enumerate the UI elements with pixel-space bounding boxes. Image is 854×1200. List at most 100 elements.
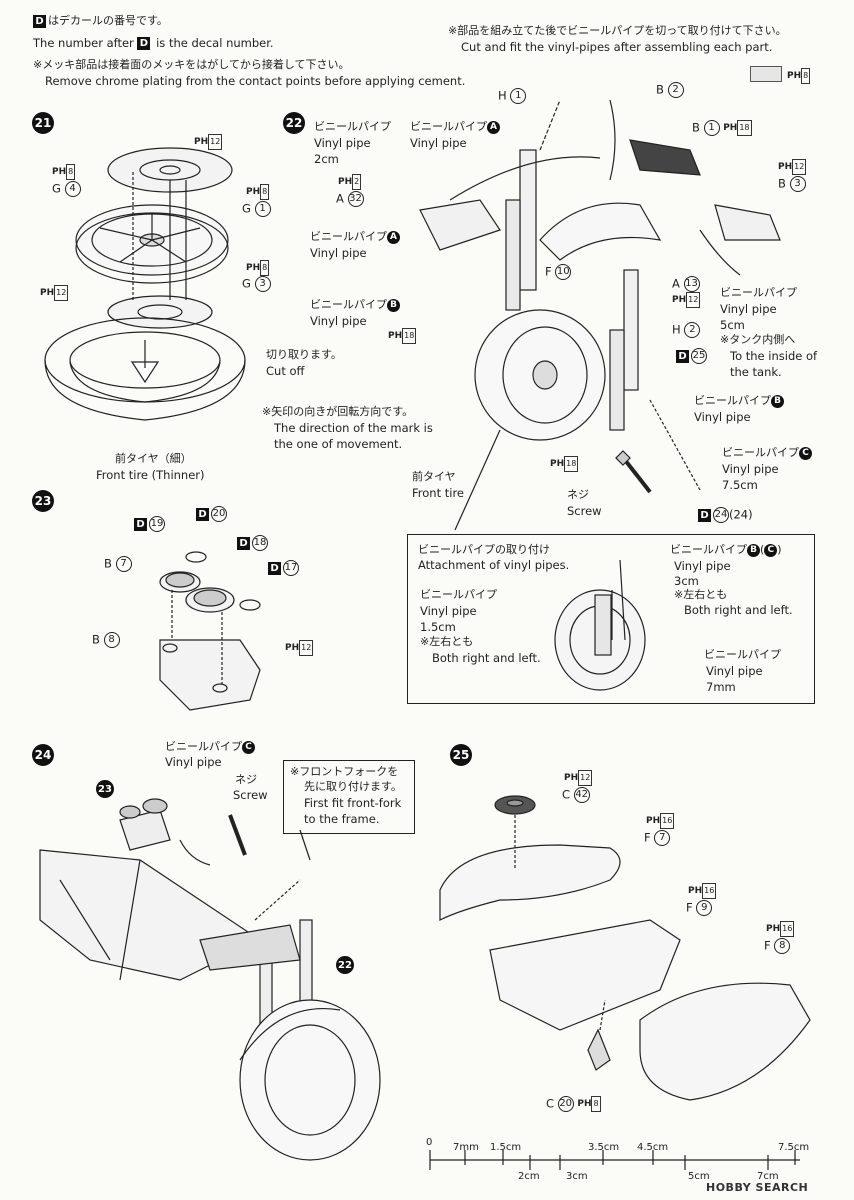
fork-note-en2: to the frame. (304, 812, 380, 826)
inset-r1-note-en: Both right and left. (684, 603, 793, 617)
tire-label-jp: 前タイヤ（細） (115, 452, 192, 465)
fuel-cap (494, 795, 536, 815)
front-tire (44, 317, 246, 421)
step-ref-22: 22 (336, 956, 354, 974)
ruler-label: 1.5cm (490, 1142, 522, 1153)
inset-r2-en: Vinyl pipe (706, 664, 763, 678)
arrow-note-jp: ※矢印の向きが回転方向です。 (262, 405, 414, 418)
tank-note-en1: To the inside of (730, 349, 818, 363)
part-label: F 8 (764, 938, 791, 954)
ruler-label: 4.5cm (637, 1142, 669, 1153)
s24-screw-en: Screw (233, 788, 268, 802)
inset-l1-en: Vinyl pipe (420, 604, 477, 618)
tank-note-jp: ※タンク内側へ (720, 333, 796, 346)
color-swatch (750, 66, 782, 82)
vinyl-pipe-2cm-en: Vinyl pipe (314, 136, 371, 150)
part-label: H 2 (672, 322, 701, 338)
tank-cover-upper (439, 844, 621, 921)
vinyl-pipe-inset (407, 534, 815, 704)
vinyl-pipe-a2-en: Vinyl pipe (310, 246, 367, 260)
vinyl-pipe-5cm-en: Vinyl pipe (720, 302, 777, 316)
cutoff-label-en: Cut off (266, 364, 305, 378)
fork-note-jp2: 先に取り付けます。 (304, 780, 402, 793)
fork-note-jp1: ※フロントフォークを (290, 765, 399, 778)
s24-vinyl-pipe-en: Vinyl pipe (165, 755, 222, 769)
screw-label-jp: ネジ (567, 488, 589, 501)
front-fork-right (609, 269, 639, 431)
cutoff-label-jp: 切り取ります。 (266, 348, 342, 361)
part-label: A 32 (336, 191, 364, 207)
tire-label-en: Front tire (412, 486, 464, 500)
part-label: C 42 (562, 787, 590, 803)
brake-disc-top (107, 147, 233, 193)
seat-cowl (639, 982, 811, 1101)
inset-brake-detail (554, 559, 646, 691)
screw-label-en: Screw (567, 504, 602, 518)
ruler-label: 7.5cm (778, 1142, 810, 1153)
pipe-note-en: Cut and fit the vinyl-pipes after assemb… (461, 40, 773, 54)
decal-note-en: The number after D is the decal number. (33, 36, 274, 50)
vinyl-pipe-5cm-jp: ビニールパイプ (720, 286, 797, 299)
vinyl-pipe-c-len: 7.5cm (722, 478, 758, 492)
ruler-label: 2cm (518, 1171, 540, 1182)
vinyl-pipe-b2-en: Vinyl pipe (694, 410, 751, 424)
ruler-label: 3cm (566, 1171, 588, 1182)
handlebar-right (629, 139, 781, 241)
hobby-search-watermark: HOBBY SEARCH (706, 1181, 809, 1194)
front-wheel (75, 204, 229, 284)
arrow-note-en2: the one of movement. (274, 437, 403, 451)
front-wheel-22 (474, 309, 606, 441)
vinyl-pipe-b-en: Vinyl pipe (310, 314, 367, 328)
part-label: F 10 (545, 264, 572, 280)
step-ref-23: 23 (96, 780, 114, 798)
decal-d-icon: D (137, 37, 151, 50)
chrome-note-en: Remove chrome plating from the contact p… (45, 74, 466, 88)
inset-l1-jp: ビニールパイプ (420, 588, 497, 601)
step-number: 25 (450, 744, 472, 766)
part-label: G 1 (242, 201, 271, 217)
inset-r2-len: 7mm (706, 680, 736, 694)
vinyl-pipe-2cm-len: 2cm (314, 152, 339, 166)
inset-l1-note-jp: ※左右とも (420, 635, 474, 648)
vinyl-pipe-5cm-len: 5cm (720, 318, 745, 332)
handlebar-left (419, 199, 501, 251)
inset-title-en: Attachment of vinyl pipes. (418, 558, 570, 572)
vinyl-pipe-2cm-jp: ビニールパイプ (314, 120, 391, 133)
front-fender (539, 202, 662, 261)
vinyl-pipe-a-en: Vinyl pipe (410, 136, 467, 150)
inset-title-jp: ビニールパイプの取り付け (418, 543, 550, 556)
ruler-label: 0 (426, 1137, 433, 1148)
inset-l1-len: 1.5cm (420, 620, 456, 634)
tire-label-jp: 前タイヤ (412, 470, 456, 483)
part-label: G 4 (52, 181, 81, 197)
step-number: 22 (283, 112, 305, 134)
part-label: F 7 (644, 830, 671, 846)
pipe-note-jp: ※部品を組み立てた後でビニールパイプを切って取り付けて下さい。 (448, 24, 787, 37)
front-fork-left (505, 149, 537, 311)
tire-label-en: Front tire (Thinner) (96, 468, 205, 482)
